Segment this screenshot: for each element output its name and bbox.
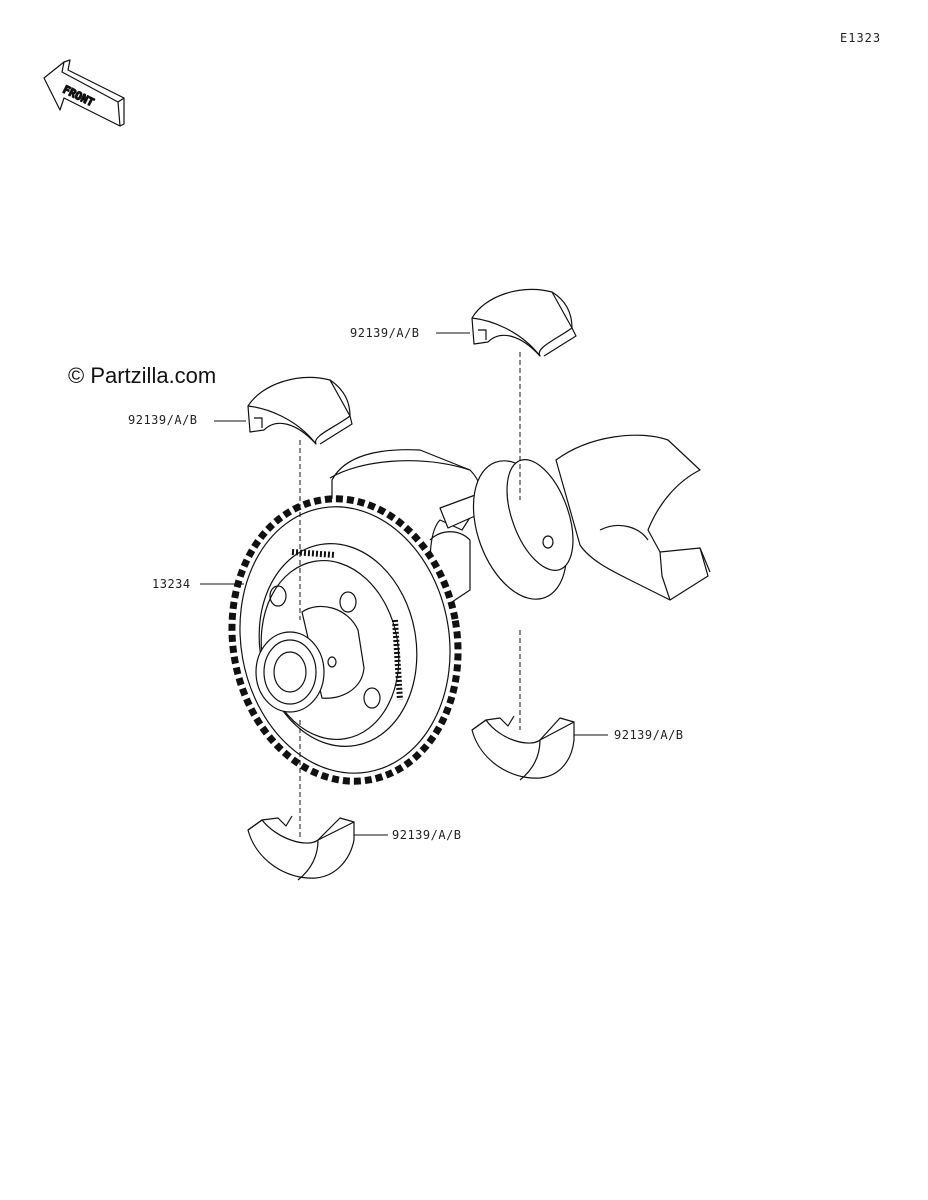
balancer-gear	[228, 495, 462, 785]
bearing-shell-upper-left	[247, 376, 353, 445]
callout-bearing-upper-right: 92139/A/B	[350, 326, 420, 340]
callout-bearing-lower-right: 92139/A/B	[614, 728, 684, 742]
leader-lines	[200, 332, 608, 836]
bearing-shell-upper-right	[471, 288, 577, 357]
bearing-shell-lower-left	[247, 815, 355, 881]
callout-bearing-lower-left: 92139/A/B	[392, 828, 462, 842]
diagram-code: E1323	[840, 31, 882, 45]
watermark: © Partzilla.com	[68, 363, 217, 388]
callout-gear: 13234	[152, 577, 191, 591]
bearing-shell-lower-right	[471, 715, 575, 781]
callout-bearing-upper-left: 92139/A/B	[128, 413, 198, 427]
alignment-lines	[299, 352, 521, 838]
front-arrow-icon: FRONT	[43, 59, 125, 127]
